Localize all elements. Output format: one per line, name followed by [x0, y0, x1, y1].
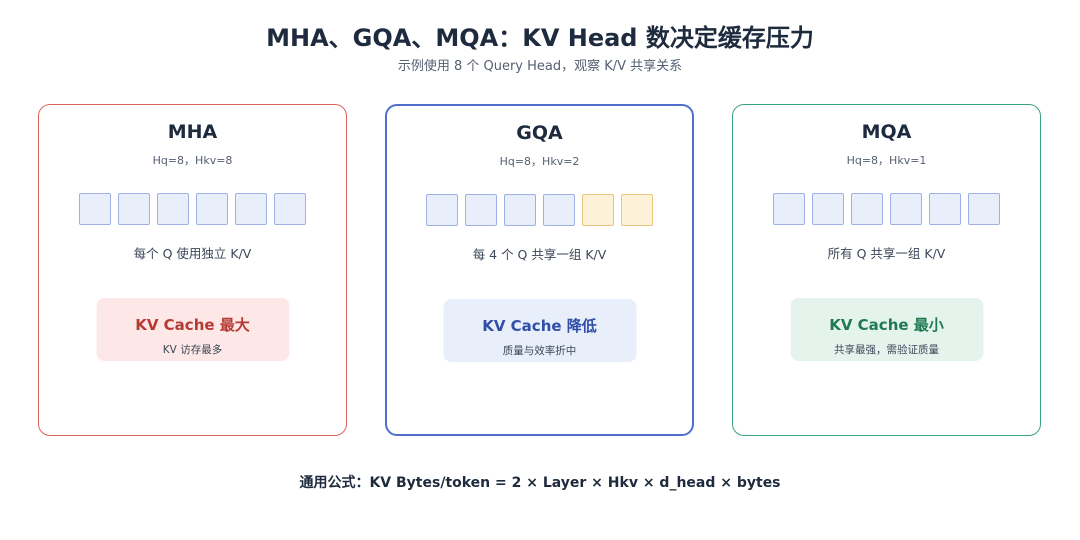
badge-sub-text: 质量与效率折中 [502, 345, 577, 357]
query-head-square [890, 193, 922, 225]
badge-sub-text: KV 访存最多 [162, 344, 223, 356]
panel-title: MQA [861, 121, 912, 143]
query-head-square [79, 193, 111, 225]
query-head-square [851, 193, 883, 225]
query-head-square [929, 193, 961, 225]
panel-mqa: MQA Hq=8，Hkv=1 所有 Q 共享一组 K/V KV Cache 最小… [732, 104, 1041, 436]
panel-title: MHA [167, 121, 218, 143]
badge-main-text: KV Cache 降低 [482, 317, 597, 335]
query-head-square [157, 193, 189, 225]
query-head-square [274, 193, 306, 225]
query-head-square [504, 194, 536, 226]
panel-params: Hq=8，Hkv=2 [499, 155, 580, 168]
page-title: MHA、GQA、MQA：KV Head 数决定缓存压力 [266, 24, 814, 52]
query-head-square [773, 193, 805, 225]
panel-title: GQA [516, 122, 563, 144]
query-head-square [465, 194, 497, 226]
panel-description: 所有 Q 共享一组 K/V [827, 246, 946, 261]
kv-cache-badge: KV Cache 降低 质量与效率折中 [443, 299, 636, 362]
panel-mha: MHA Hq=8，Hkv=8 每个 Q 使用独立 K/V KV Cache 最大… [38, 104, 347, 436]
kv-cache-badge: KV Cache 最小 共享最强，需验证质量 [790, 298, 983, 361]
query-head-square [196, 193, 228, 225]
formula-text: 通用公式：KV Bytes/token = 2 × Layer × Hkv × … [299, 475, 781, 491]
panel-description: 每个 Q 使用独立 K/V [133, 246, 252, 261]
panel-params: Hq=8，Hkv=8 [152, 154, 233, 167]
kv-head-square [582, 194, 614, 226]
panel-params: Hq=8，Hkv=1 [846, 154, 927, 167]
query-head-square [812, 193, 844, 225]
query-head-square [968, 193, 1000, 225]
query-head-square [118, 193, 150, 225]
query-head-square [426, 194, 458, 226]
query-head-square [235, 193, 267, 225]
panel-gqa: GQA Hq=8，Hkv=2 每 4 个 Q 共享一组 K/V KV Cache… [385, 104, 694, 436]
head-row [387, 194, 692, 226]
badge-sub-text: 共享最强，需验证质量 [834, 344, 939, 356]
query-head-square [543, 194, 575, 226]
badge-main-text: KV Cache 最小 [829, 316, 944, 334]
panel-description: 每 4 个 Q 共享一组 K/V [472, 247, 607, 262]
badge-main-text: KV Cache 最大 [135, 316, 250, 334]
kv-head-square [621, 194, 653, 226]
page-subtitle: 示例使用 8 个 Query Head，观察 K/V 共享关系 [397, 59, 683, 74]
head-row [39, 193, 346, 225]
kv-cache-badge: KV Cache 最大 KV 访存最多 [96, 298, 289, 361]
head-row [733, 193, 1040, 225]
